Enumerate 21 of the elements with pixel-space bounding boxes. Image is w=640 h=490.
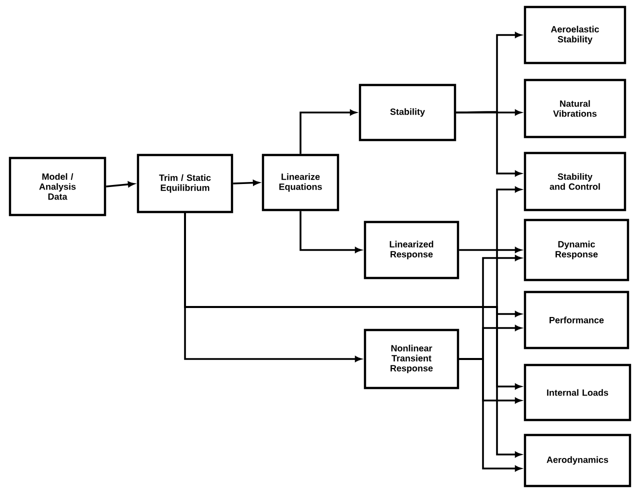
process-box: Performance — [524, 290, 630, 350]
arrow — [106, 181, 134, 188]
arrow — [459, 358, 522, 472]
arrow — [300, 211, 362, 253]
process-box: Natural Vibrations — [524, 78, 626, 138]
arrow — [459, 247, 522, 253]
process-box: Linearize Equations — [262, 154, 340, 212]
process-box: Internal Loads — [524, 364, 632, 422]
process-box: Model / Analysis Data — [8, 156, 106, 216]
process-box: Trim / Static Equilibrium — [136, 154, 234, 214]
process-box: Aeroelastic Stability — [524, 6, 626, 64]
process-box: Stability and Control — [524, 152, 626, 212]
process-box: Stability — [358, 84, 456, 142]
arrow — [184, 213, 522, 458]
arrow — [300, 110, 356, 154]
process-box: Nonlinear Transient Response — [364, 328, 460, 390]
arrow — [456, 111, 522, 176]
arrow — [233, 180, 260, 186]
process-box: Dynamic Response — [524, 218, 630, 282]
process-box: Aerodynamics — [524, 434, 632, 488]
process-box: Linearized Response — [364, 220, 460, 280]
